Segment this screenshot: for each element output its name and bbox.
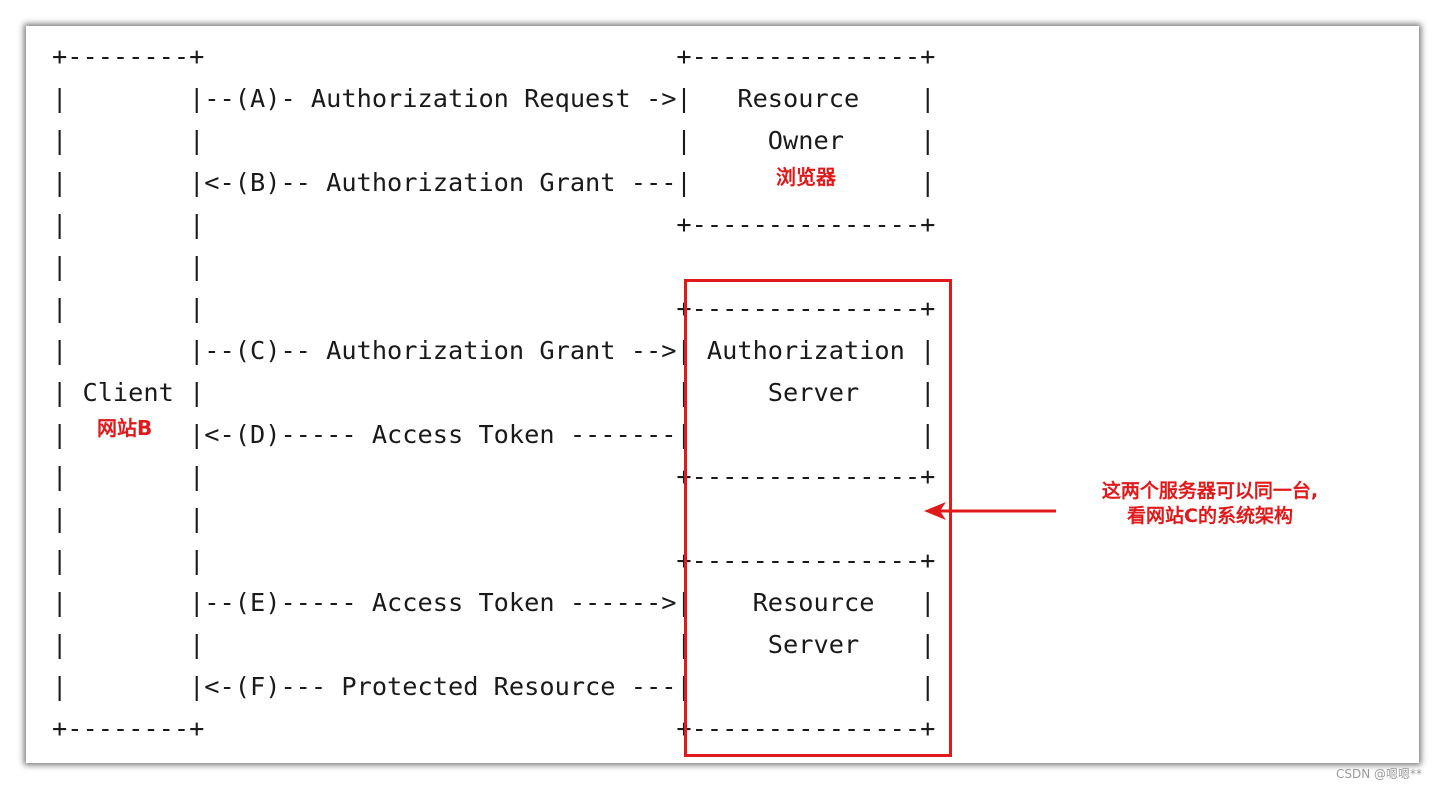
diagram-line: | |<-(B)-- Authorization Grant ---| | [52,168,936,197]
note-line-2: 看网站C的系统架构 [1127,505,1293,527]
servers-highlight-box [684,279,952,757]
diagram-card [26,26,1419,763]
diagram-line: +--------+ +---------------+ [52,714,936,743]
note-line-1: 这两个服务器可以同一台, [1101,480,1319,502]
diagram-line: | Client | | Server | [52,378,936,407]
note-arrow-icon [924,502,1056,520]
oauth-ascii-diagram: +--------+ +---------------+ | |--(A)- Au… [52,36,935,750]
watermark: CSDN @嗯嗯** [1336,767,1423,781]
resource-owner-annotation: 浏览器 [776,165,836,189]
diagram-line: | |--(C)-- Authorization Grant -->| Auth… [52,336,936,365]
diagram-line: | |<-(D)----- Access Token -------| | [52,420,936,449]
server-note: 这两个服务器可以同一台, 看网站C的系统架构 [1060,479,1360,529]
diagram-line: | | [52,504,205,533]
diagram-line: | | | Owner | [52,126,936,155]
diagram-line: | | +---------------+ [52,210,936,239]
diagram-line: | | +---------------+ [52,294,936,323]
diagram-line: | | +---------------+ [52,462,936,491]
diagram-line: | |<-(F)--- Protected Resource ---| | [52,672,936,701]
client-annotation: 网站B [97,416,153,440]
diagram-line: | |--(E)----- Access Token ------>| Reso… [52,588,936,617]
diagram-line: | | [52,252,205,281]
diagram-line: | | +---------------+ [52,546,936,575]
diagram-line: | |--(A)- Authorization Request ->| Reso… [52,84,936,113]
diagram-line: +--------+ +---------------+ [52,42,936,71]
